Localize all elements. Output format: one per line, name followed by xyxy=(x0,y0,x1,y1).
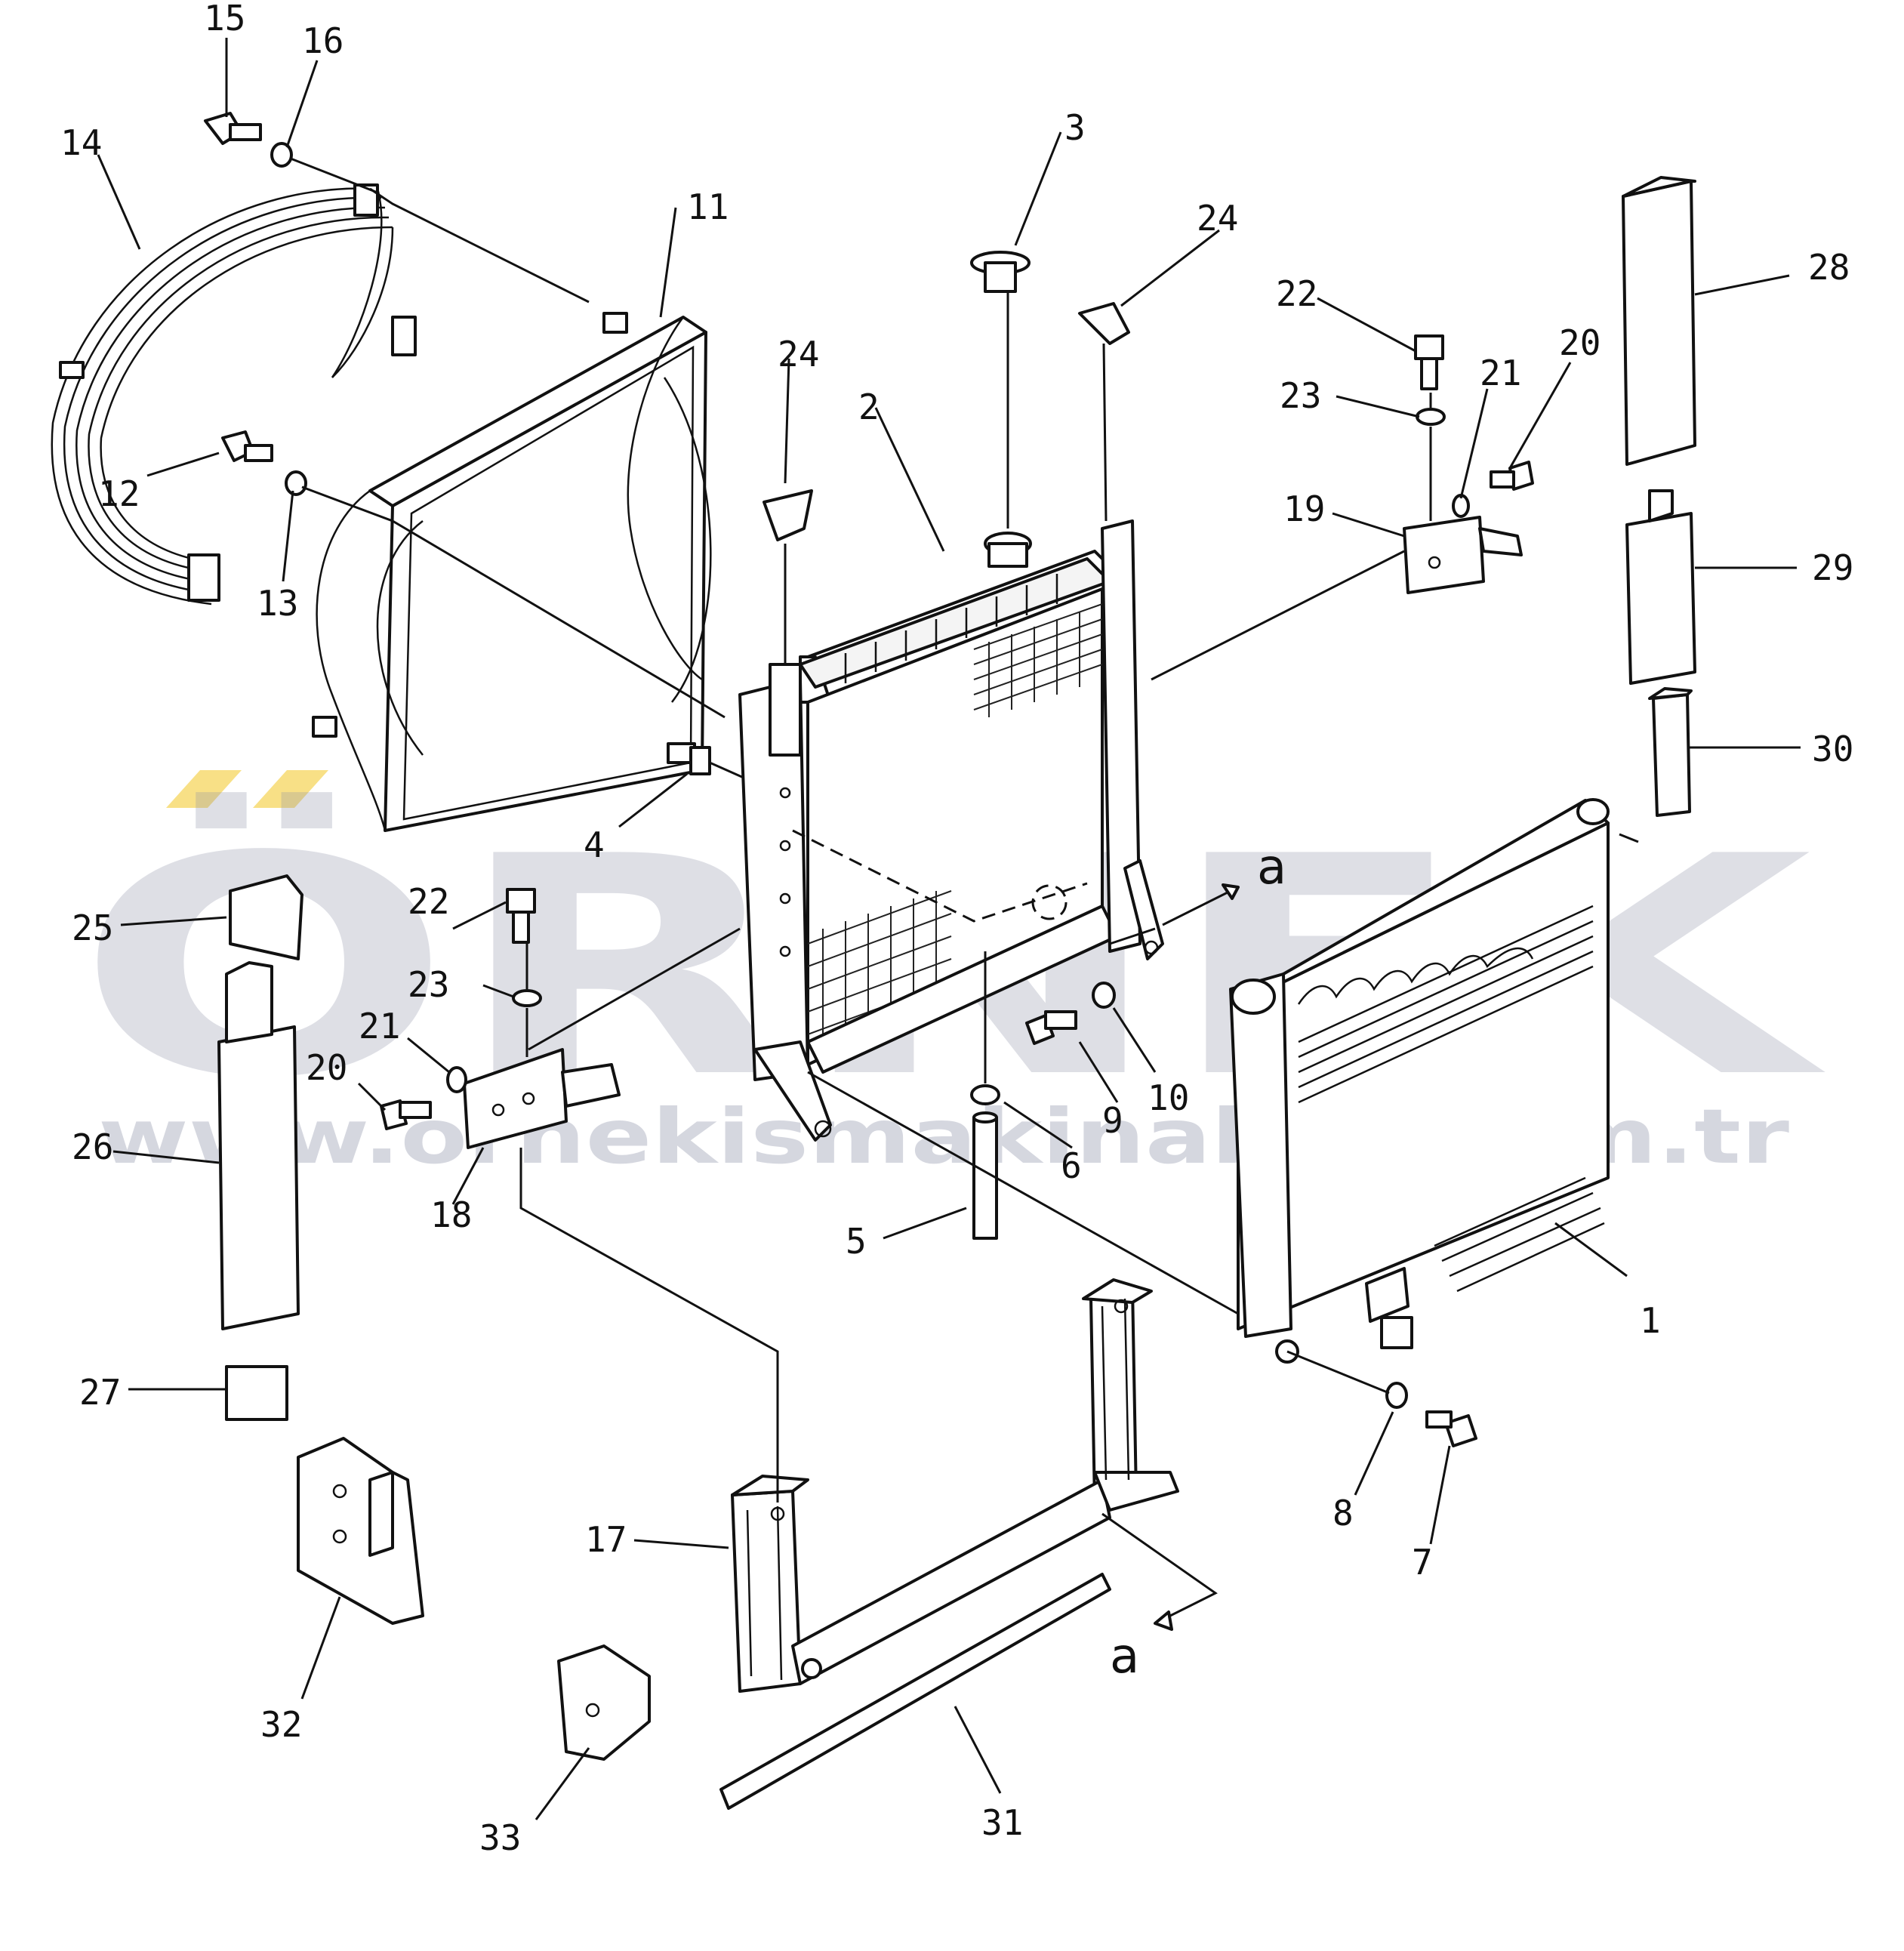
callout-14: 14 xyxy=(60,122,102,163)
callout-24b: 24 xyxy=(778,334,819,374)
callout-24a: 24 xyxy=(1197,198,1238,239)
callout-29: 29 xyxy=(1812,547,1853,588)
oil-cooler xyxy=(1229,798,1610,1364)
callout-1: 1 xyxy=(1640,1300,1661,1341)
callout-22b: 22 xyxy=(408,881,449,922)
callout-30: 30 xyxy=(1812,729,1853,769)
callout-26: 26 xyxy=(72,1127,113,1167)
foam-pads-left xyxy=(217,874,303,1421)
section-marker-a-top: a xyxy=(1257,840,1286,895)
callout-17: 17 xyxy=(585,1519,627,1560)
callout-10: 10 xyxy=(1148,1077,1189,1118)
callout-6: 6 xyxy=(1061,1145,1082,1186)
support-frame xyxy=(731,1278,1179,1693)
callout-23a: 23 xyxy=(1280,375,1321,416)
callout-19: 19 xyxy=(1283,489,1325,529)
callout-9: 9 xyxy=(1102,1100,1123,1141)
callout-16: 16 xyxy=(302,20,344,61)
watermark-accent-left xyxy=(166,770,242,808)
foam-pads-right xyxy=(1622,176,1696,817)
callout-21a: 21 xyxy=(1480,353,1521,393)
assembly-lines xyxy=(290,157,1432,1631)
callout-18: 18 xyxy=(430,1194,472,1235)
fan-shroud xyxy=(312,312,712,832)
watermark-accent-right xyxy=(253,770,328,808)
bottom-bar xyxy=(719,1573,1111,1810)
callout-22a: 22 xyxy=(1276,273,1317,314)
callout-21b: 21 xyxy=(359,1006,400,1046)
callout-5: 5 xyxy=(846,1221,867,1262)
fan-guard-ring xyxy=(51,183,417,606)
callout-20b: 20 xyxy=(306,1047,347,1088)
blocks xyxy=(297,1437,651,1761)
callout-7: 7 xyxy=(1412,1542,1433,1583)
callout-13: 13 xyxy=(257,583,298,624)
callout-15: 15 xyxy=(204,0,245,39)
callout-31: 31 xyxy=(981,1802,1023,1843)
callouts: 1 2 3 4 5 6 7 8 9 10 11 12 13 14 15 16 1… xyxy=(60,0,1853,1858)
callout-20a: 20 xyxy=(1559,322,1601,363)
callout-28: 28 xyxy=(1808,247,1850,288)
callout-leaders xyxy=(97,38,1801,1820)
fasteners xyxy=(204,112,1534,1447)
callout-8: 8 xyxy=(1332,1493,1354,1533)
callout-32: 32 xyxy=(260,1704,302,1745)
radiator xyxy=(738,519,1164,1142)
callout-3: 3 xyxy=(1064,107,1086,148)
brackets xyxy=(463,516,1523,1149)
callout-27: 27 xyxy=(79,1372,121,1413)
section-marker-a-bottom: a xyxy=(1110,1629,1139,1684)
callout-33: 33 xyxy=(479,1817,521,1858)
callout-12: 12 xyxy=(98,473,140,514)
callout-25: 25 xyxy=(72,908,113,948)
callout-23b: 23 xyxy=(408,964,449,1005)
callout-4: 4 xyxy=(584,824,605,865)
callout-11: 11 xyxy=(687,186,729,227)
callout-2: 2 xyxy=(858,387,880,427)
